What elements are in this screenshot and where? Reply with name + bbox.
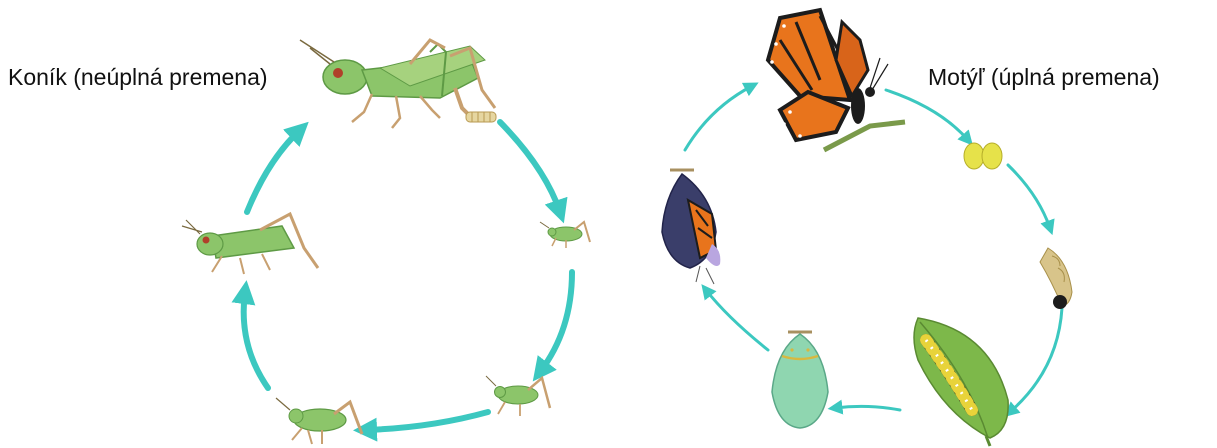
butterfly-emerging xyxy=(662,170,720,284)
arrow-nymph3-to-nymph4 xyxy=(244,292,268,388)
arrow-chrysalis-to-emerging xyxy=(706,290,768,350)
grasshopper-eggs xyxy=(466,112,496,122)
grasshopper-nymph-1 xyxy=(540,222,590,248)
arrow-eggs-to-larva xyxy=(1008,165,1050,228)
arrow-adult-to-nymph1 xyxy=(500,122,560,212)
butterfly-arrows xyxy=(685,86,1062,412)
grasshopper-nymph-3 xyxy=(276,398,362,444)
butterfly-caterpillar-on-leaf xyxy=(914,318,1008,446)
butterfly-larva xyxy=(1040,248,1072,309)
butterfly-eggs xyxy=(964,143,1002,169)
arrow-nymph1-to-nymph2 xyxy=(540,272,572,372)
grasshopper-nymph-2 xyxy=(486,376,550,416)
grasshopper-arrows xyxy=(244,122,572,430)
grasshopper-nymph-4 xyxy=(182,214,318,274)
arrow-nymph4-to-adult xyxy=(247,130,300,212)
arrow-emerging-to-butterfly xyxy=(685,86,752,150)
arrow-caterpillar-to-chrysalis xyxy=(835,406,900,410)
adult-grasshopper xyxy=(300,40,496,128)
arrow-larva-to-caterpillar xyxy=(1010,308,1062,412)
arrow-butterfly-to-eggs xyxy=(886,90,968,140)
adult-butterfly xyxy=(768,10,905,150)
arrow-nymph2-to-nymph3 xyxy=(365,412,488,430)
butterfly-chrysalis xyxy=(772,332,828,428)
